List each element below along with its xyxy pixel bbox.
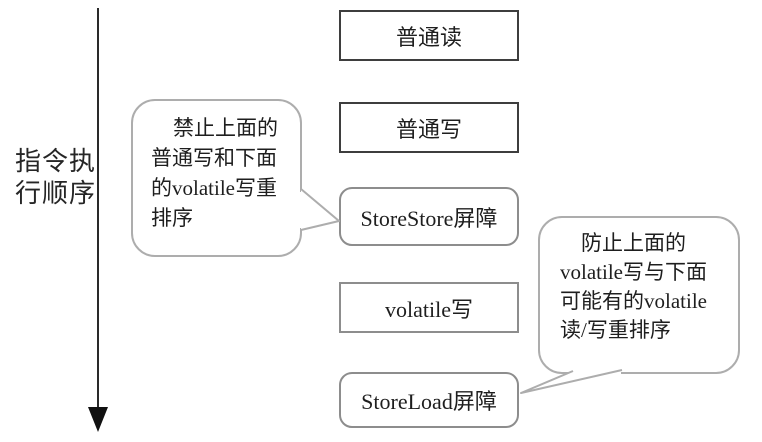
box-storeload-barrier: StoreLoad屏障 [339, 372, 519, 428]
down-arrowhead-icon [88, 407, 108, 432]
callout-storeload-note: 防止上面的 volatile写与下面 可能有的volatile 读/写重排序 [538, 216, 740, 374]
box-storestore-barrier: StoreStore屏障 [339, 187, 519, 246]
box-normal-write: 普通写 [339, 102, 519, 153]
left-callout-tail [300, 188, 340, 231]
execution-order-label: 指令执 行顺序 [15, 147, 97, 208]
box-volatile-write: volatile写 [339, 282, 519, 333]
callout-storestore-note: 禁止上面的 普通写和下面 的volatile写重 排序 [131, 99, 302, 257]
box-normal-read: 普通读 [339, 10, 519, 61]
